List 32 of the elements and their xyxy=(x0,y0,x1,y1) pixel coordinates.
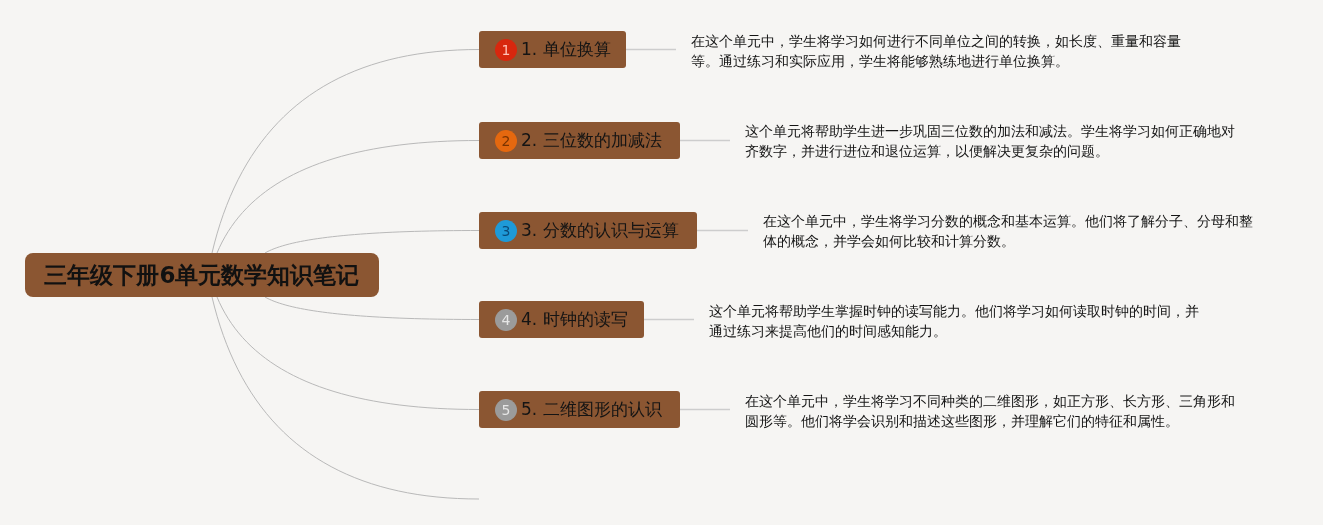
branch-curve xyxy=(211,49,480,254)
connector-line xyxy=(643,318,695,321)
number-marker: 1 xyxy=(495,38,517,61)
topic-label: 5. 二维图形的认识 xyxy=(521,398,662,421)
branch-curve xyxy=(264,296,480,320)
topic-label: 2. 三位数的加减法 xyxy=(521,129,662,152)
topic-box xyxy=(479,212,697,249)
topic-box xyxy=(479,391,680,428)
topic-label: 3. 分数的认识与运算 xyxy=(521,219,679,242)
connector-line xyxy=(679,139,731,142)
description-text: 在这个单元中，学生将学习分数的概念和基本运算。他们将了解分子、分母和整体的概念，并学会如何比较和计算分数。 xyxy=(763,212,1254,251)
branch-curve xyxy=(264,230,480,254)
topic-label: 1. 单位换算 xyxy=(521,38,611,61)
topic-box xyxy=(479,122,680,159)
number-marker: 4 xyxy=(495,308,517,331)
description-text: 在这个单元中，学生将学习如何进行不同单位之间的转换，如长度、重量和容量等。通过练习和实际应用，学生将能够熟练地进行单位换算。 xyxy=(691,32,1182,71)
connector-line xyxy=(625,48,677,51)
description-text: 这个单元将帮助学生进一步巩固三位数的加法和减法。学生将学习如何正确地对齐数字，并进行进位和退位运算，以便解决更复杂的问题。 xyxy=(745,122,1236,161)
connector-line xyxy=(696,229,749,232)
description-text: 这个单元将帮助学生掌握时钟的读写能力。他们将学习如何读取时钟的时间，并通过练习来提高他们的时间感知能力。 xyxy=(709,302,1200,341)
number-marker: 2 xyxy=(495,129,517,152)
topic-box xyxy=(479,31,626,68)
central-topic: 三年级下册6单元数学知识笔记 xyxy=(25,253,379,297)
topic-box xyxy=(479,301,644,338)
description-text: 在这个单元中，学生将学习不同种类的二维图形，如正方形、长方形、三角形和圆形等。他们将学会识别和描述这些图形，并理解它们的特征和属性。 xyxy=(745,392,1236,431)
number-marker: 5 xyxy=(495,398,517,421)
branch-curve xyxy=(216,140,480,254)
topic-label: 4. 时钟的读写 xyxy=(521,308,628,331)
connector-line xyxy=(679,408,731,411)
branch-curve xyxy=(216,296,480,410)
branch-curve xyxy=(211,296,480,500)
number-marker: 3 xyxy=(495,219,517,242)
